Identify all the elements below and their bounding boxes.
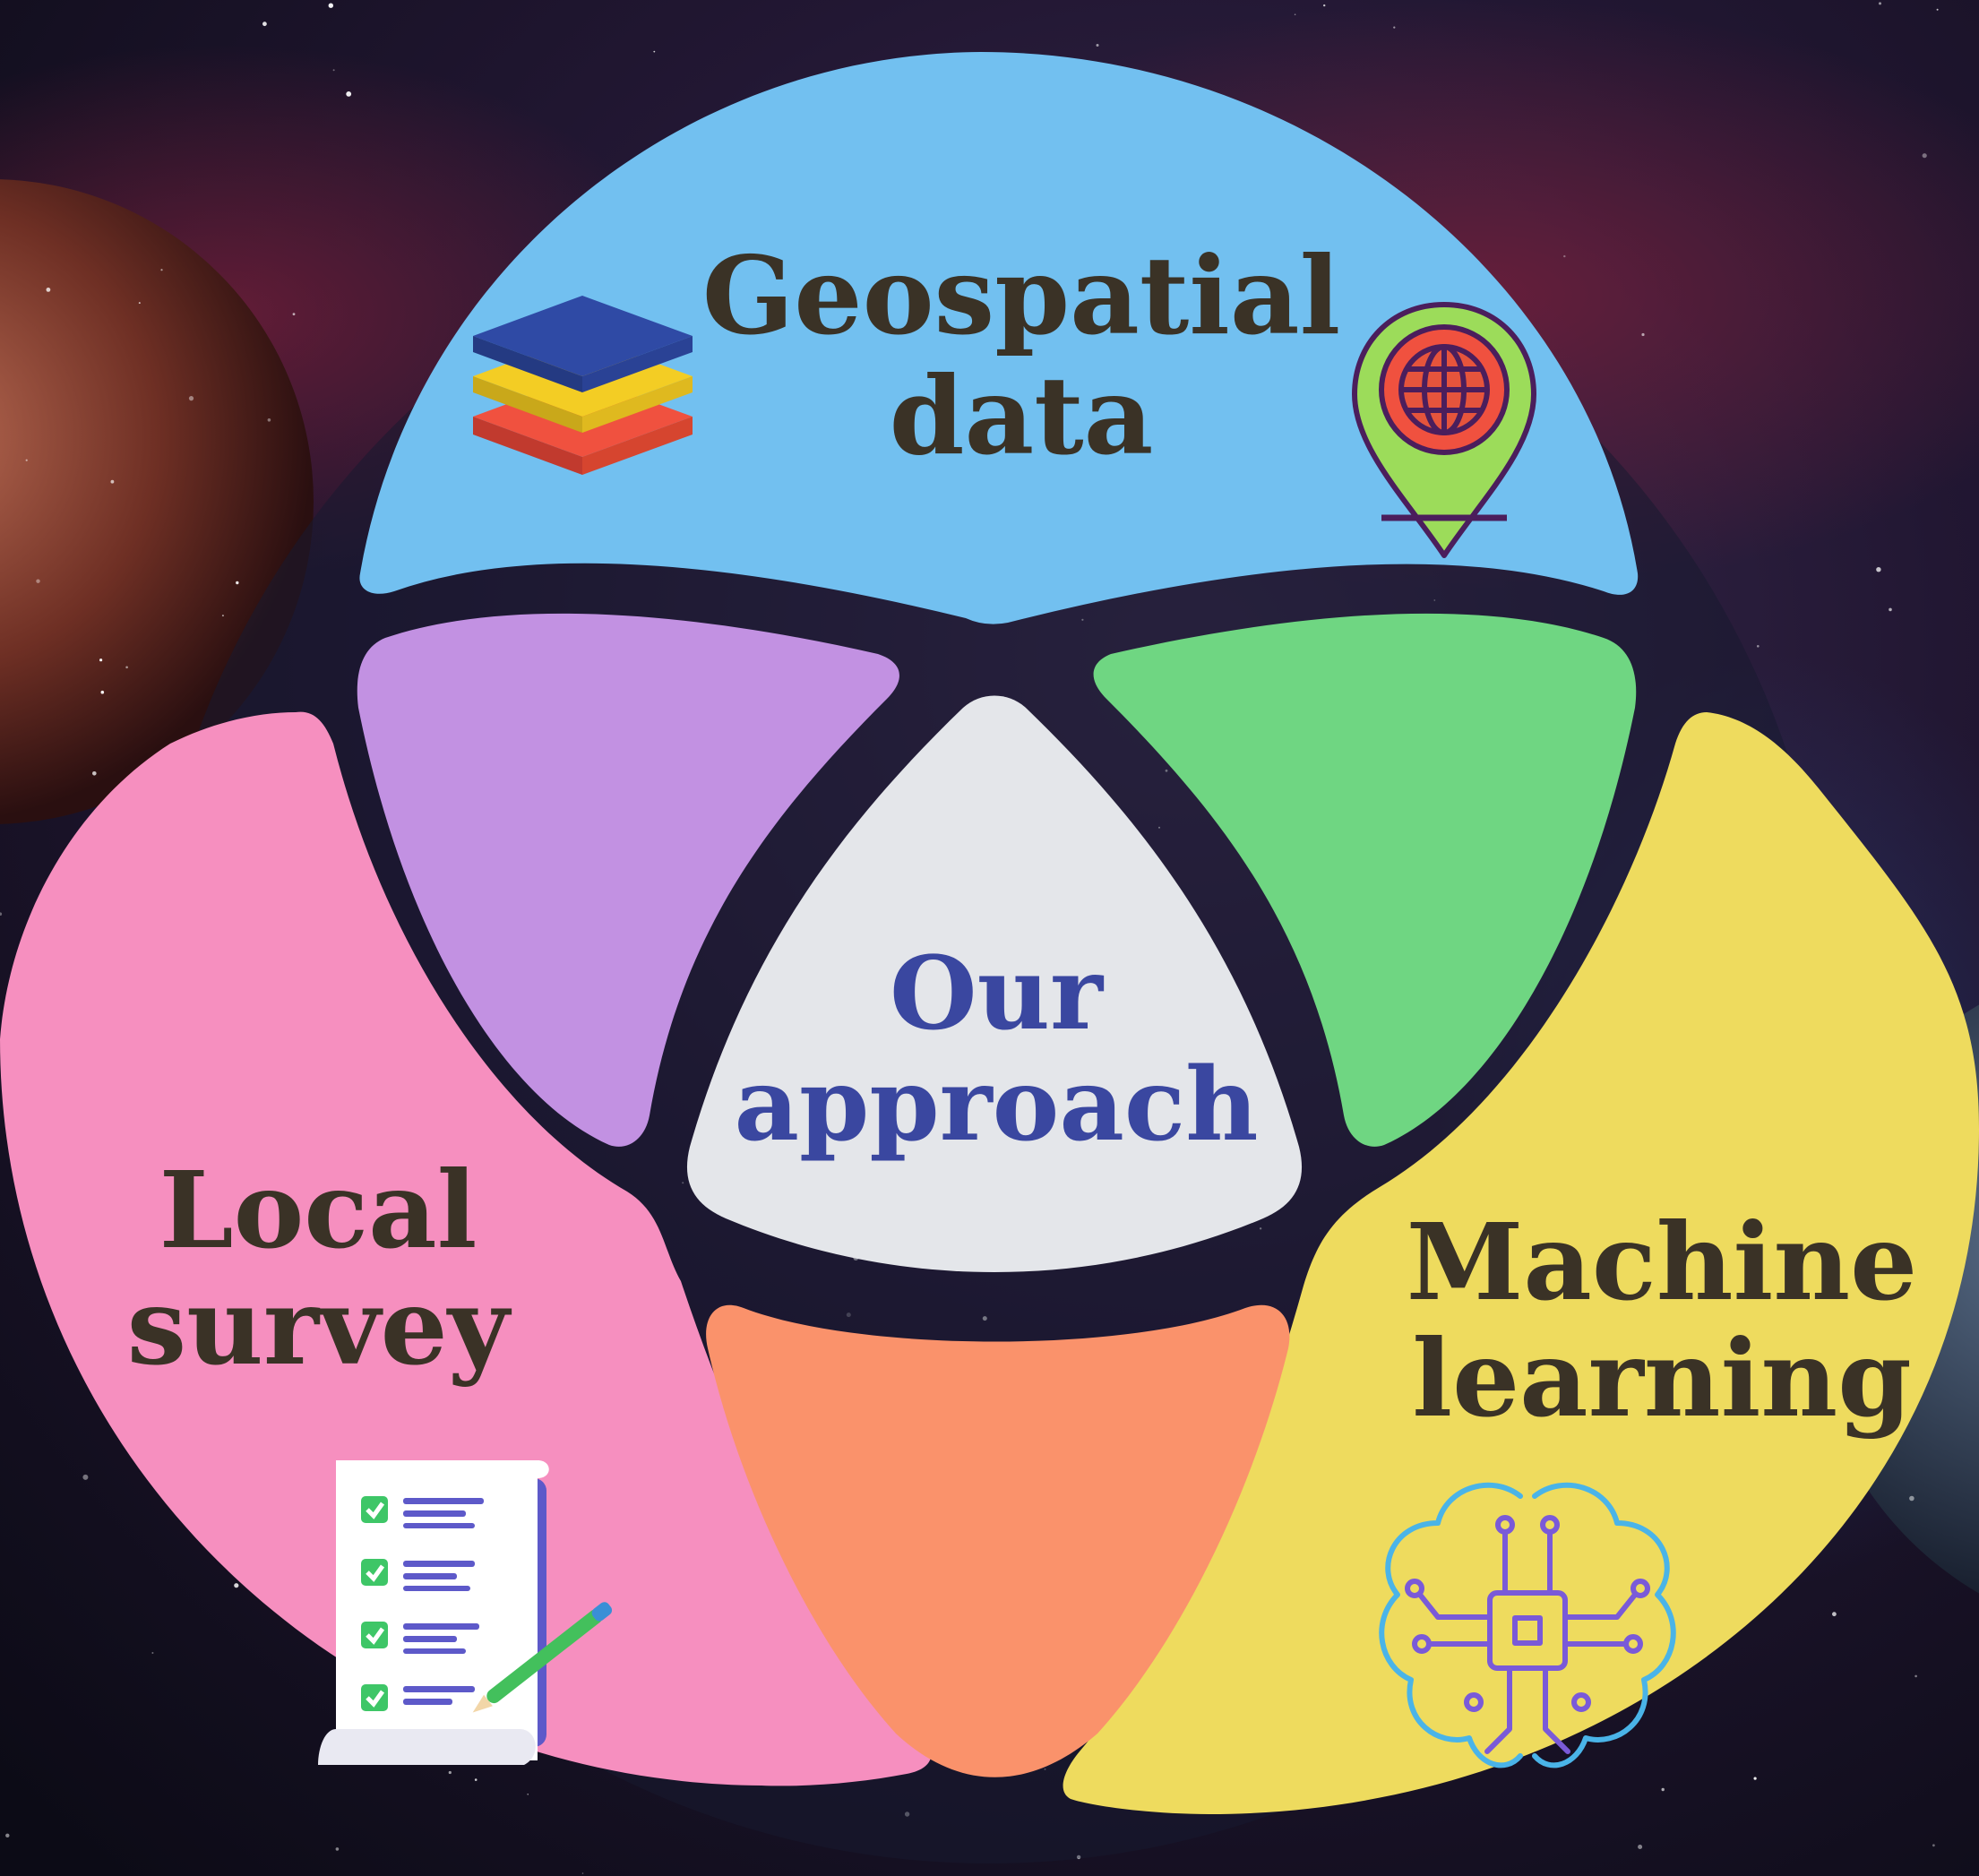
star <box>332 69 335 72</box>
overlap-geospatial-ml <box>1093 613 1637 1147</box>
star <box>1879 2 1881 5</box>
survey-label-line1: Local <box>159 1148 478 1272</box>
star <box>92 771 97 776</box>
star <box>474 1778 478 1781</box>
star <box>36 579 40 583</box>
star <box>1563 254 1566 258</box>
star <box>1922 153 1927 159</box>
star <box>1096 44 1099 47</box>
star <box>236 581 239 585</box>
star <box>46 288 51 292</box>
star <box>1914 1674 1917 1678</box>
star <box>160 269 163 271</box>
star <box>25 459 28 461</box>
star <box>125 666 128 669</box>
star <box>328 3 333 8</box>
star <box>99 658 103 662</box>
star <box>1757 645 1760 648</box>
geospatial-label-line1: Geospatial <box>702 233 1340 359</box>
center-label-line2: approach <box>734 1046 1258 1164</box>
star <box>221 615 224 617</box>
checklist-icon <box>318 1460 613 1765</box>
star <box>292 313 296 315</box>
star <box>234 1583 239 1588</box>
star <box>1294 13 1296 15</box>
star <box>448 1770 452 1775</box>
machine-learning-section <box>1063 712 1979 1814</box>
star <box>1832 1612 1837 1617</box>
star <box>110 479 115 484</box>
star <box>100 690 105 694</box>
star <box>1638 1845 1643 1849</box>
star <box>1936 8 1939 11</box>
star <box>188 396 194 401</box>
star <box>138 302 141 305</box>
star <box>1323 4 1326 7</box>
star <box>1932 1844 1935 1847</box>
star <box>1661 1787 1665 1792</box>
star <box>653 50 656 53</box>
star <box>5 1833 10 1837</box>
our-approach-center <box>686 695 1303 1272</box>
star <box>267 418 271 422</box>
star <box>1889 607 1892 612</box>
center-label-line1: Our <box>890 935 1105 1053</box>
star <box>581 1872 584 1874</box>
overlap-survey-ml <box>706 1304 1290 1777</box>
star <box>346 91 352 97</box>
star <box>262 22 267 27</box>
ml-label-line1: Machine <box>1407 1200 1917 1324</box>
star <box>1876 567 1881 572</box>
star <box>1393 26 1396 29</box>
overlap-geospatial-survey <box>357 613 899 1147</box>
star <box>1909 1495 1914 1502</box>
ml-label-line2: learning <box>1412 1316 1911 1441</box>
star <box>527 1794 529 1795</box>
star <box>335 1847 340 1851</box>
layers-icon <box>473 296 693 475</box>
star <box>1753 1777 1757 1780</box>
survey-label-line2: survey <box>127 1264 512 1389</box>
globe-pin-icon <box>1352 302 1536 558</box>
geospatial-section <box>359 52 1639 624</box>
local-survey-section <box>0 711 932 1786</box>
star <box>151 1652 154 1654</box>
brain-circuit-icon <box>1379 1482 1676 1768</box>
star <box>82 1474 89 1480</box>
star <box>0 912 3 916</box>
star <box>1641 332 1645 337</box>
geospatial-label-line2: data <box>890 353 1154 479</box>
